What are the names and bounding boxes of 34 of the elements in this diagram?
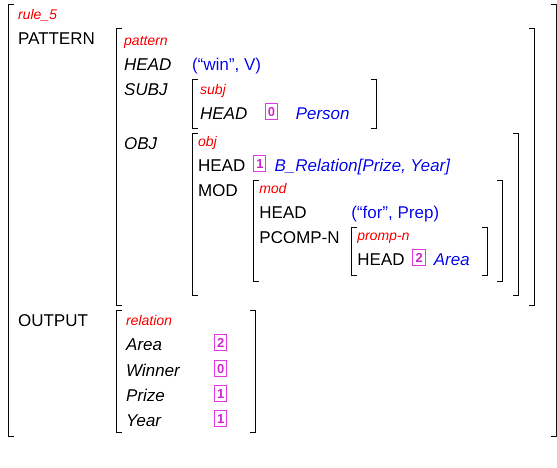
feature-value: Area bbox=[434, 249, 470, 270]
type-label: pattern bbox=[124, 32, 168, 50]
feature-name: HEAD bbox=[200, 103, 248, 124]
feature-name: Year bbox=[126, 410, 161, 432]
coindex-tag: 0 bbox=[264, 103, 278, 120]
feature-name: Prize bbox=[126, 384, 165, 406]
feature-name: PATTERN bbox=[18, 28, 95, 50]
type-label: obj bbox=[198, 132, 217, 150]
coindex-tag: 2 bbox=[214, 334, 228, 352]
type-label: rule_5 bbox=[18, 6, 57, 24]
feature-value: (“for”, Prep) bbox=[351, 202, 440, 223]
feature-value: Person bbox=[296, 103, 350, 124]
feature-name: Area bbox=[126, 334, 162, 356]
feature-name: HEAD bbox=[124, 54, 172, 76]
coindex-tag: 1 bbox=[214, 384, 228, 402]
feature-name: HEAD bbox=[357, 249, 404, 270]
type-label: subj bbox=[200, 81, 226, 99]
coindex-tag: 0 bbox=[214, 360, 228, 376]
feature-value: (“win”, V) bbox=[192, 54, 261, 76]
feature-name: MOD bbox=[198, 180, 238, 201]
coindex-tag: 1 bbox=[214, 410, 228, 427]
feature-name: SUBJ bbox=[124, 79, 168, 100]
type-label: relation bbox=[126, 312, 172, 330]
type-label: promp-n bbox=[357, 227, 410, 244]
feature-value: B_Relation[Prize, Year] bbox=[274, 154, 450, 176]
type-label: mod bbox=[259, 180, 286, 198]
feature-name: PCOMP-N bbox=[259, 227, 340, 248]
feature-name: Winner bbox=[126, 360, 180, 381]
feature-name: HEAD bbox=[198, 154, 246, 176]
feature-name: HEAD bbox=[259, 202, 306, 223]
coindex-tag: 1 bbox=[253, 154, 266, 172]
coindex-tag: 2 bbox=[412, 249, 426, 266]
feature-name: OBJ bbox=[124, 132, 158, 154]
feature-name: OUTPUT bbox=[18, 310, 88, 332]
